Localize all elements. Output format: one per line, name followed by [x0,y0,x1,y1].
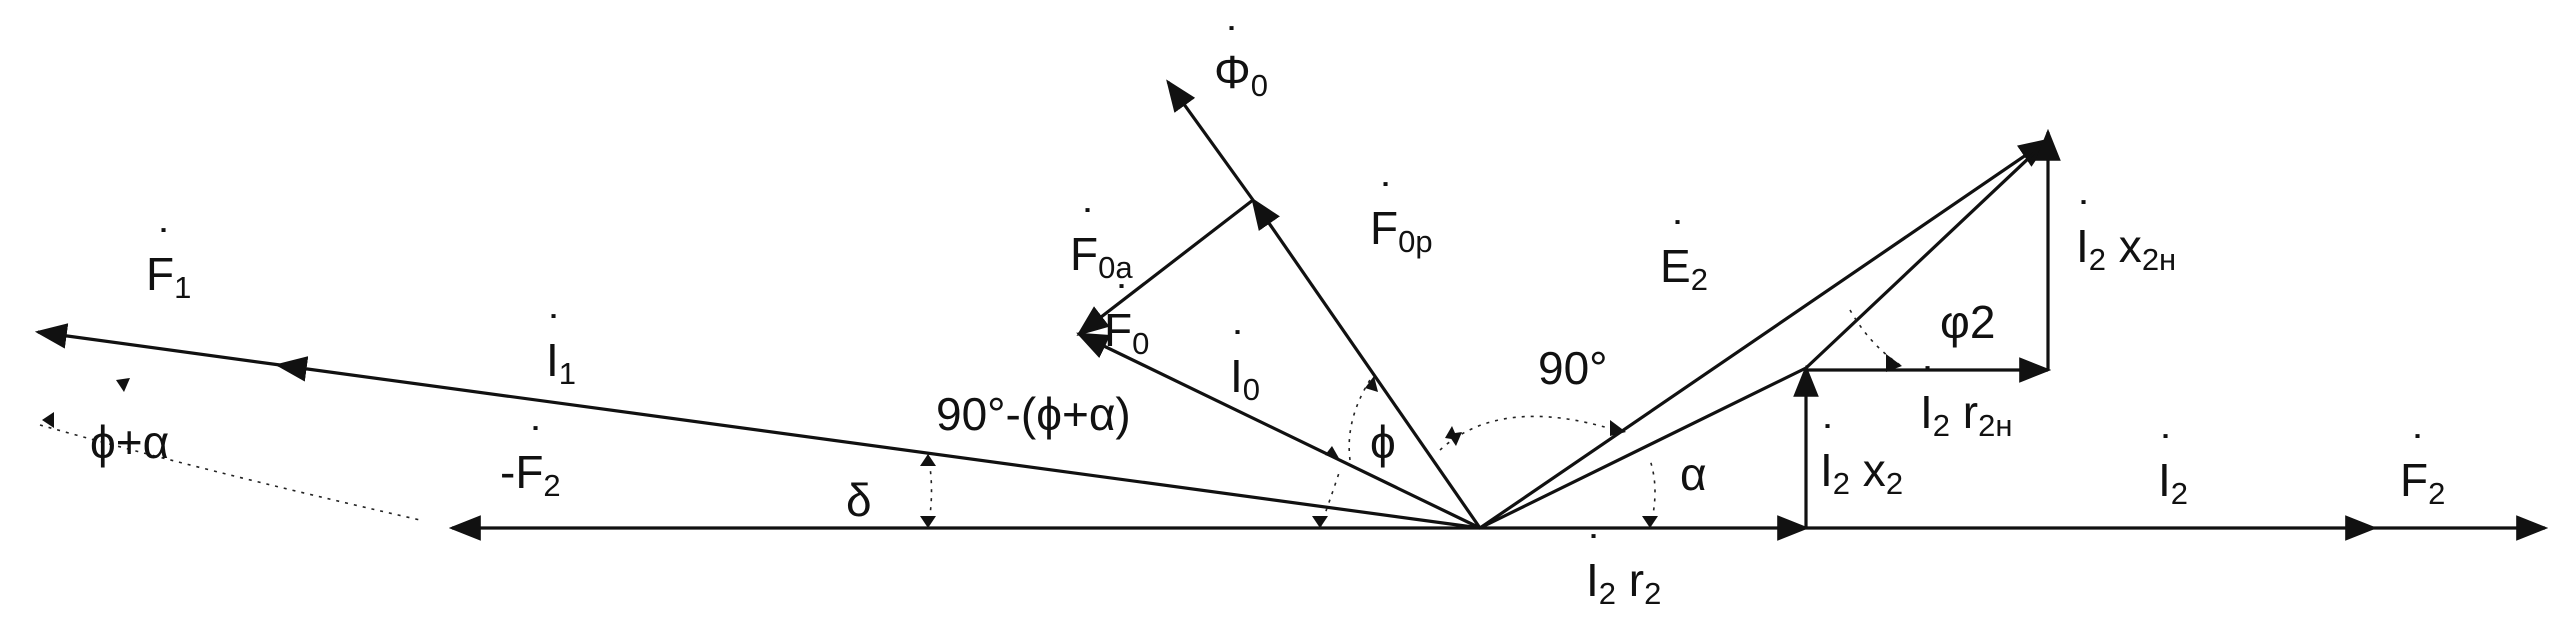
tick-alpha [1642,516,1658,528]
tick-phi-plus-alpha-2 [42,412,54,428]
svg-text:˙: ˙ [1672,212,1687,264]
svg-text:I2: I2 [2158,454,2188,511]
f0p-vector [1251,197,1482,529]
label-f0p: ˙ F0p [1370,174,1433,259]
f1-vector [34,323,281,367]
svg-text:˙: ˙ [530,418,545,470]
tick-phi [1325,446,1340,460]
angle-phi: ϕ [1370,416,1396,468]
svg-text:F1: F1 [146,248,191,305]
label-f0: ˙ F0 [1104,276,1149,361]
svg-text:˙: ˙ [2078,192,2093,244]
tick-delta [920,516,936,528]
svg-text:˙: ˙ [1232,322,1247,374]
svg-text:I2 x2н: I2 x2н [2076,220,2176,277]
label-f1: ˙ F1 [146,220,191,305]
label-i2r2: ˙ I2 r2 [1586,526,1661,611]
svg-text:I2 r2н: I2 r2н [1920,386,2013,443]
svg-text:Φ0: Φ0 [1214,46,1268,103]
ninety-arc [1439,415,1616,451]
label-phi0: ˙ Φ0 [1214,18,1268,103]
angle-ninety: 90° [1538,342,1608,394]
angle-ninety-minus: 90°-(ϕ+α) [936,388,1131,440]
tick-ninety-end [1610,420,1626,436]
svg-text:F0a: F0a [1070,228,1133,285]
angle-phi2: φ2 [1940,296,1995,348]
tick-delta-top [920,454,936,466]
label-i1: ˙ I1 [546,306,576,391]
i0-vector [1076,332,1481,530]
label-minus-f2: ˙ -F2 [500,418,561,503]
svg-text:˙: ˙ [1922,358,1937,410]
hypotenuse-line [1804,138,2050,370]
svg-text:I0: I0 [1230,350,1260,407]
tick-phi2 [1886,354,1902,372]
svg-text:˙: ˙ [2412,426,2427,478]
delta-arc [927,454,933,529]
angle-delta: δ [846,474,872,526]
label-e2: ˙ E2 [1660,212,1708,297]
svg-text:F0p: F0p [1370,202,1433,259]
angle-alpha: α [1680,448,1707,500]
svg-text:˙: ˙ [158,220,173,272]
label-f2: ˙ F2 [2400,426,2445,511]
tick-phi-plus-alpha [116,378,130,392]
angle-phi-plus-alpha: ϕ+α [90,416,169,468]
svg-text:˙: ˙ [2160,426,2175,478]
svg-text:˙: ˙ [1588,526,1603,578]
f0a-vector [1076,198,1254,336]
i1-vector [274,356,1481,530]
label-i2r2h: ˙ I2 r2н [1920,358,2013,443]
svg-text:E2: E2 [1660,240,1708,297]
phi-plus-alpha-arc [39,424,421,521]
phi-arc [1348,379,1371,461]
phi2-arc [1849,309,1901,366]
tick-f0p [1448,432,1462,446]
svg-text:˙: ˙ [1082,200,1097,252]
svg-text:˙: ˙ [1380,174,1395,226]
phi0-vector [1166,79,1255,201]
svg-text:-F2: -F2 [500,446,561,503]
e2-vector [1479,138,2051,530]
svg-text:I1: I1 [546,334,576,391]
svg-text:˙: ˙ [548,306,563,358]
svg-text:I2 x2: I2 x2 [1820,444,1903,501]
svg-text:˙: ˙ [1822,416,1837,468]
tick-phi-top [1365,376,1378,392]
svg-text:˙: ˙ [1116,276,1131,328]
svg-text:˙: ˙ [1226,18,1241,70]
tick-ninety-minus [1312,516,1328,528]
svg-text:F0: F0 [1104,304,1149,361]
svg-text:I2 r2: I2 r2 [1586,554,1661,611]
label-f0a: ˙ F0a [1070,200,1133,285]
label-i0: ˙ I0 [1230,322,1260,407]
label-i2x2h: ˙ I2 x2н [2076,192,2176,277]
label-i2x2: ˙ I2 x2 [1820,416,1903,501]
label-i2: ˙ I2 [2158,426,2188,511]
alpha-arc [1649,459,1656,529]
svg-text:F2: F2 [2400,454,2445,511]
ninety-minus-arc [1319,469,1341,529]
e2-lower-line [1479,366,1807,530]
